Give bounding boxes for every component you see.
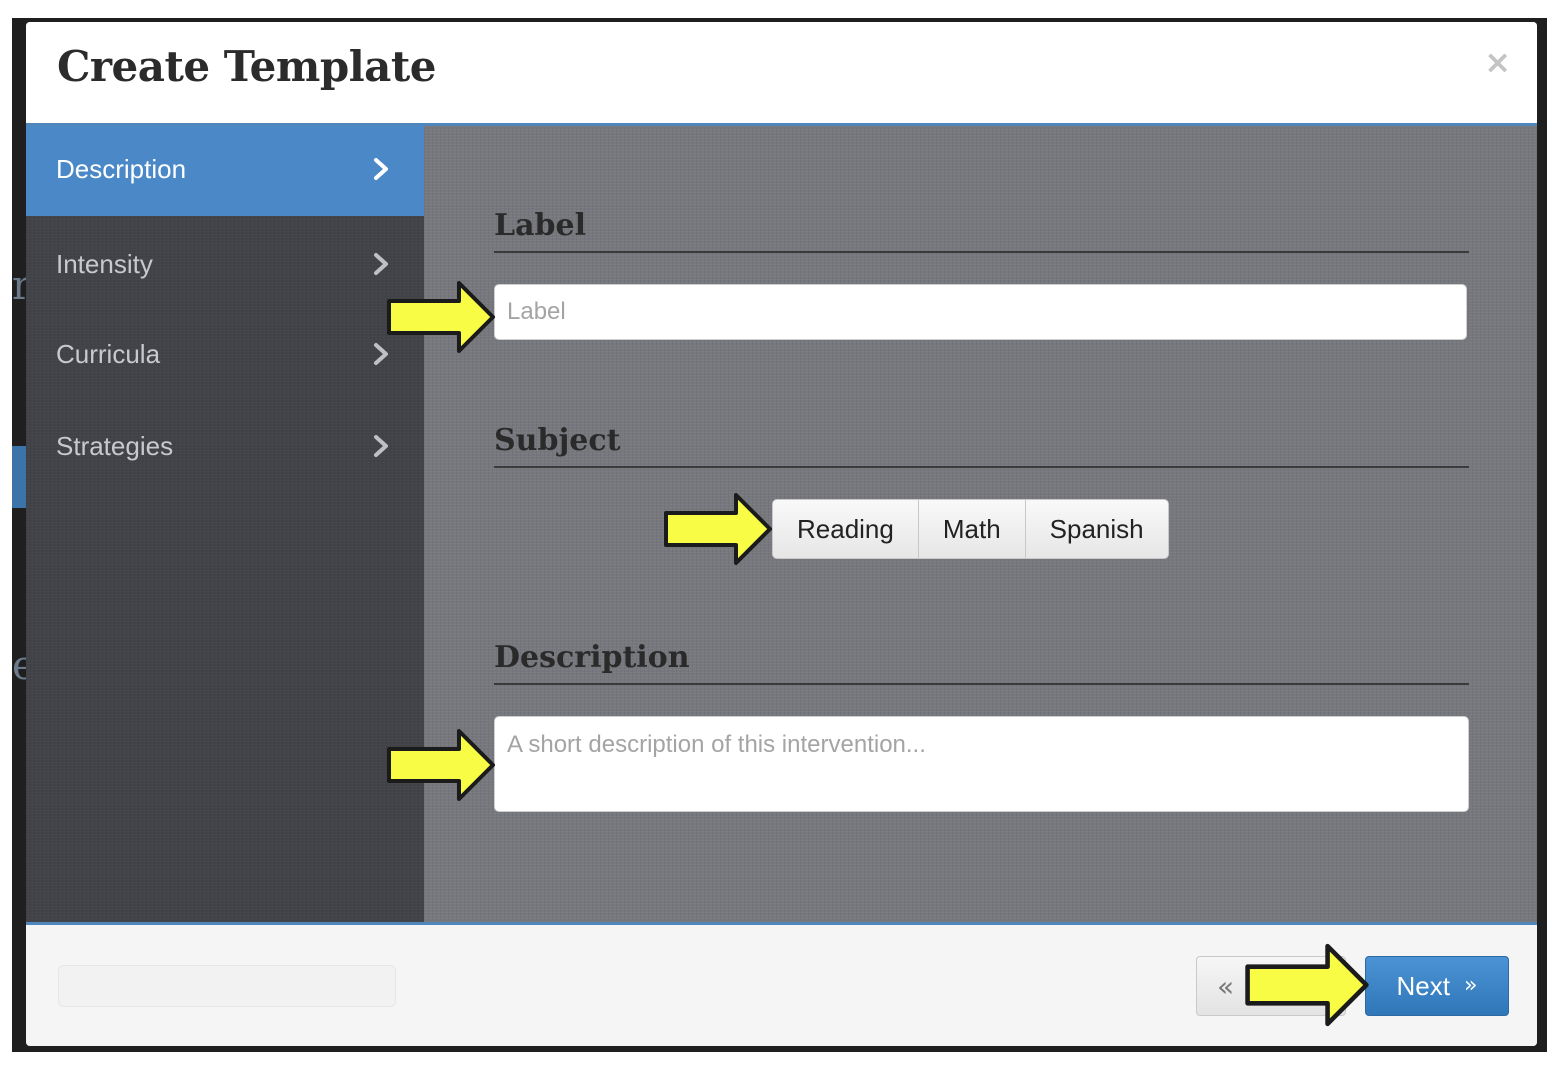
sidebar-item-strategies[interactable]: Strategies	[26, 403, 424, 493]
progress-bar	[58, 965, 396, 1007]
sidebar-item-label: Curricula	[56, 339, 161, 369]
form-panel: Label Subject Reading Math Spanish Descr…	[424, 126, 1537, 922]
sidebar-item-label: Strategies	[56, 431, 174, 461]
yellow-arrow-icon	[387, 729, 495, 801]
sidebar-item-label: Description	[56, 154, 187, 184]
sidebar-item-intensity[interactable]: Intensity	[26, 221, 424, 311]
wizard-sidebar: Description Intensity Curricula Strategi…	[26, 126, 424, 922]
create-template-modal: Create Template × Description Intensity …	[26, 22, 1537, 1046]
chevron-right-icon	[374, 343, 388, 365]
yellow-arrow-icon	[664, 493, 772, 565]
sidebar-item-description[interactable]: Description	[26, 126, 424, 216]
description-heading: Description	[494, 640, 1469, 685]
label-heading: Label	[494, 208, 1469, 253]
background-page-strip	[12, 446, 26, 508]
subject-heading: Subject	[494, 423, 1469, 468]
description-textarea[interactable]	[494, 716, 1469, 812]
next-button[interactable]: Next »	[1365, 956, 1509, 1016]
subject-math-button[interactable]: Math	[918, 500, 1026, 558]
subject-reading-button[interactable]: Reading	[773, 500, 919, 558]
subject-spanish-button[interactable]: Spanish	[1025, 500, 1168, 558]
chevron-right-icon	[374, 158, 388, 180]
yellow-arrow-icon	[387, 281, 495, 353]
close-icon[interactable]: ×	[1484, 43, 1511, 81]
subject-button-group: Reading Math Spanish	[772, 499, 1169, 559]
modal-header: Create Template ×	[26, 22, 1537, 126]
label-input[interactable]	[494, 284, 1467, 340]
double-chevron-left-icon: «	[1217, 969, 1235, 1003]
modal-body: Description Intensity Curricula Strategi…	[26, 126, 1537, 922]
chevron-right-icon	[374, 253, 388, 275]
yellow-arrow-icon	[1245, 943, 1369, 1027]
next-button-label: Next	[1396, 970, 1450, 1001]
double-chevron-right-icon: »	[1464, 972, 1478, 998]
chevron-right-icon	[374, 435, 388, 457]
sidebar-item-curricula[interactable]: Curricula	[26, 311, 424, 401]
sidebar-item-label: Intensity	[56, 249, 153, 279]
modal-footer: « Next »	[26, 922, 1537, 1046]
modal-title: Create Template	[57, 42, 437, 91]
